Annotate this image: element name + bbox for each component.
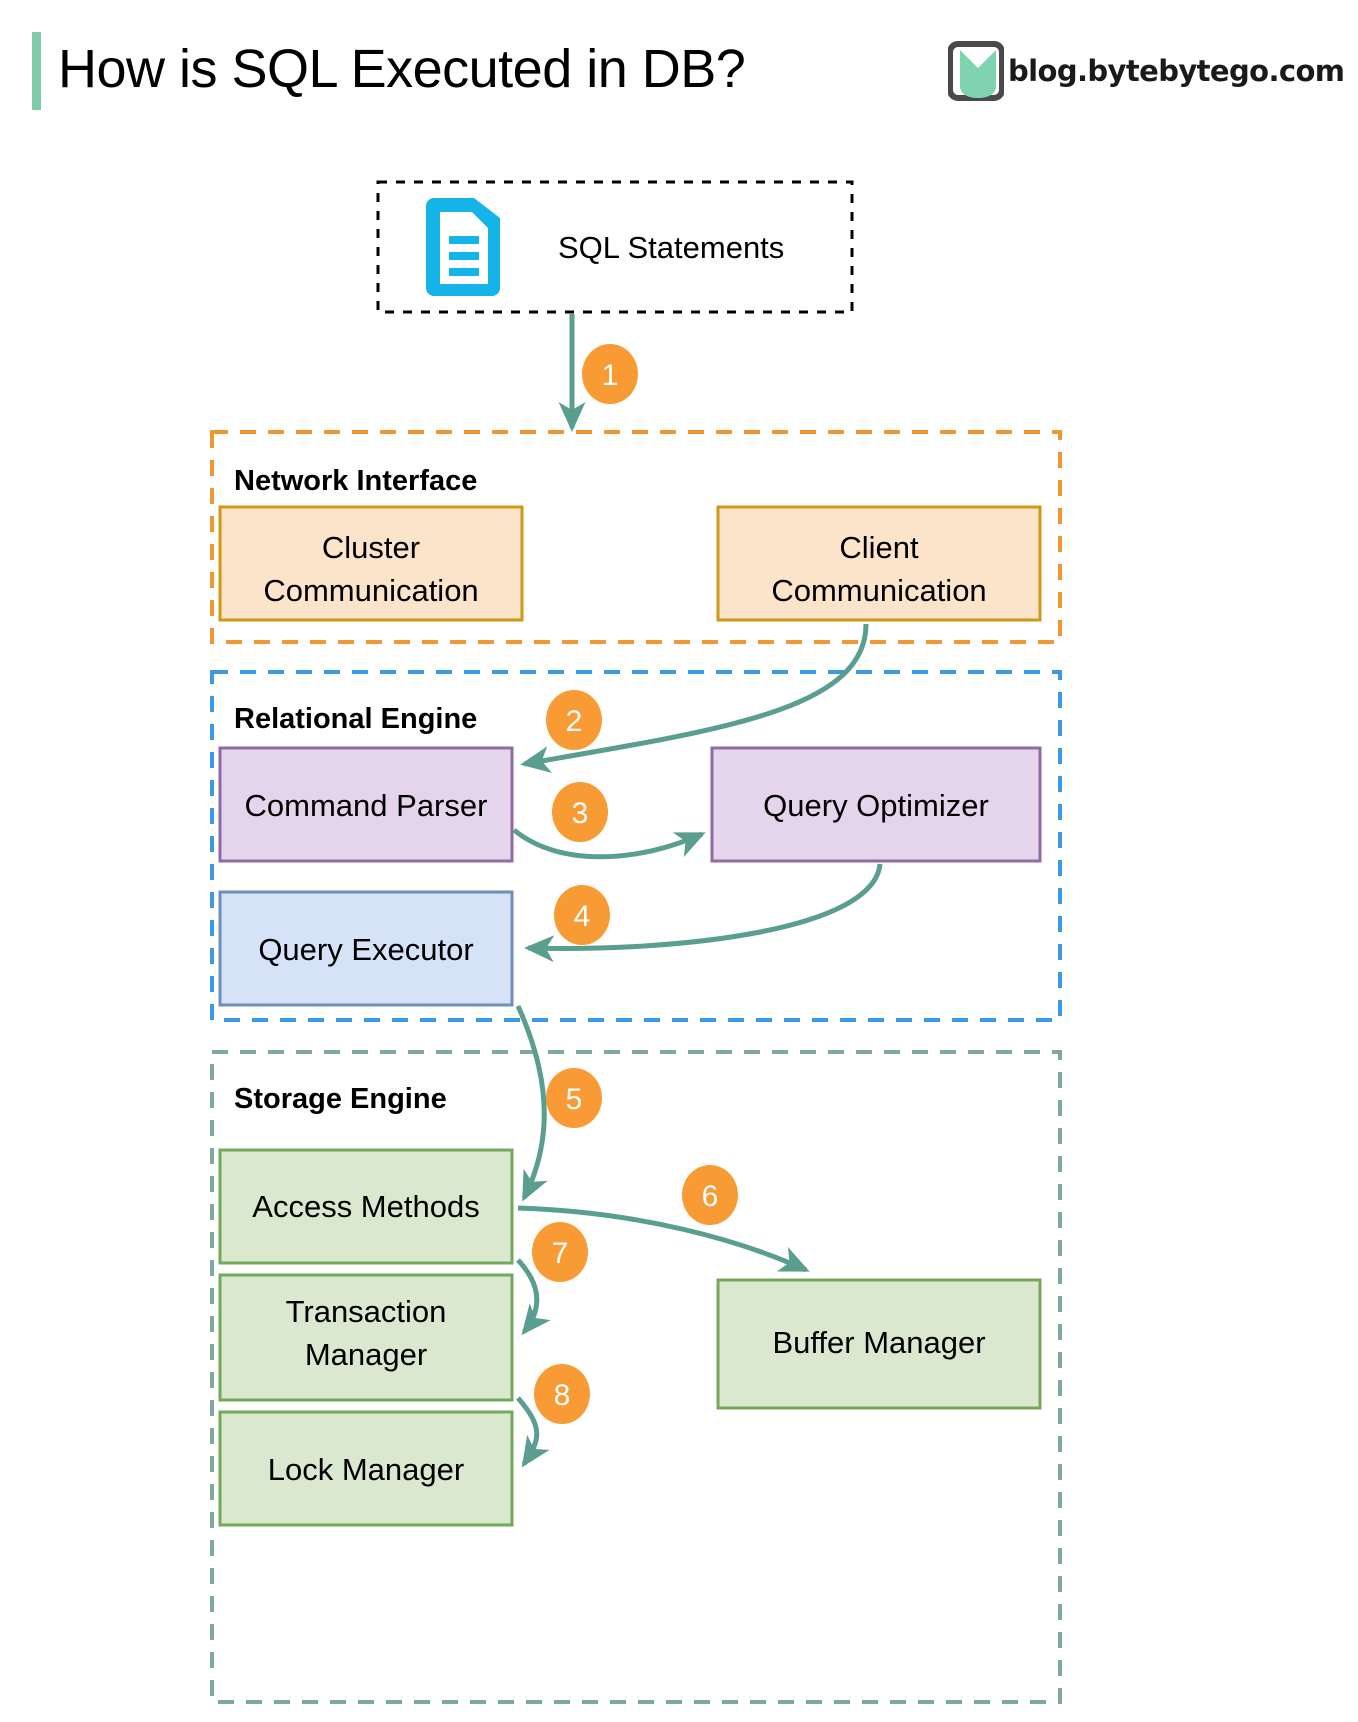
cluster-communication-label-line1: Cluster: [322, 530, 420, 565]
step-badge-5-label: 5: [566, 1083, 583, 1116]
step-badge-7: 7: [532, 1222, 588, 1282]
relational-engine-container: [210, 670, 1062, 1022]
sql-statements-label: SQL Statements: [558, 230, 784, 265]
step-badge-1-label: 1: [602, 359, 619, 392]
access-methods-label: Access Methods: [252, 1189, 479, 1224]
step-badge-7-label: 7: [552, 1237, 569, 1270]
page-title: How is SQL Executed in DB?: [58, 39, 746, 99]
group-relational-engine: Relational Engine Command Parser Query O…: [210, 670, 1062, 1022]
brand-text: blog.bytebytego.com: [1008, 54, 1345, 88]
transaction-manager-box[interactable]: [218, 1273, 514, 1402]
step-badge-6: 6: [682, 1165, 738, 1225]
step-badge-3-label: 3: [572, 797, 589, 830]
title-accent-bar: [32, 32, 41, 110]
arrow-8: [516, 1396, 550, 1468]
step-badge-3: 3: [552, 782, 608, 842]
access-methods-node[interactable]: Access Methods: [218, 1148, 514, 1265]
buffer-manager-label: Buffer Manager: [772, 1325, 985, 1360]
arrow-5: [515, 1004, 548, 1202]
query-optimizer-label: Query Optimizer: [763, 788, 989, 823]
document-icon: [426, 198, 500, 296]
brand: blog.bytebytego.com: [948, 40, 1345, 102]
transaction-manager-label-line1: Transaction: [286, 1294, 447, 1329]
step-badge-8-label: 8: [554, 1379, 571, 1412]
step-badges: 1 2 3 4 5 6 7 8: [532, 344, 738, 1424]
diagram-canvas: SQL Statements Network Interface Cluster…: [0, 140, 1358, 1722]
query-optimizer-box[interactable]: [710, 746, 1042, 863]
arrow-2: [520, 623, 869, 773]
buffer-manager-box[interactable]: [716, 1278, 1042, 1410]
step-badge-2: 2: [546, 690, 602, 750]
lock-manager-node[interactable]: Lock Manager: [218, 1410, 514, 1527]
network-interface-container: [210, 430, 1062, 644]
step-badge-2-label: 2: [566, 705, 583, 738]
client-communication-label-line2: Communication: [771, 573, 986, 608]
client-communication-node[interactable]: Client Communication: [716, 505, 1042, 622]
arrow-3: [512, 828, 706, 860]
relational-engine-title: Relational Engine: [234, 703, 477, 735]
step-badge-5: 5: [546, 1068, 602, 1128]
storage-engine-container: [210, 1050, 1062, 1704]
network-interface-title: Network Interface: [234, 465, 477, 497]
group-network-interface: Network Interface Cluster Communication …: [210, 430, 1062, 644]
step-badge-1: 1: [582, 344, 638, 404]
cluster-communication-node[interactable]: Cluster Communication: [218, 505, 524, 622]
access-methods-box[interactable]: [218, 1148, 514, 1265]
sql-statements-node: SQL Statements: [376, 180, 854, 314]
command-parser-box[interactable]: [218, 746, 514, 863]
arrow-7: [516, 1258, 551, 1336]
cluster-communication-box[interactable]: [218, 505, 524, 622]
client-communication-label-line1: Client: [839, 530, 919, 565]
step-badge-4-label: 4: [574, 900, 591, 933]
group-storage-engine: Storage Engine Access Methods Transactio…: [210, 1050, 1062, 1704]
transaction-manager-node[interactable]: Transaction Manager: [218, 1273, 514, 1402]
client-communication-box[interactable]: [716, 505, 1042, 622]
lock-manager-box[interactable]: [218, 1410, 514, 1527]
query-executor-label: Query Executor: [258, 932, 473, 967]
page-header: How is SQL Executed in DB? blog.bytebyte…: [0, 0, 1358, 140]
query-executor-node[interactable]: Query Executor: [218, 890, 514, 1007]
transaction-manager-label-line2: Manager: [305, 1337, 427, 1372]
command-parser-label: Command Parser: [245, 788, 488, 823]
cluster-communication-label-line2: Communication: [263, 573, 478, 608]
step-badge-8: 8: [534, 1364, 590, 1424]
buffer-manager-node[interactable]: Buffer Manager: [716, 1278, 1042, 1410]
query-executor-box[interactable]: [218, 890, 514, 1007]
step-badge-6-label: 6: [702, 1180, 719, 1213]
bytebytego-logo-icon: [948, 41, 1004, 101]
arrow-4: [524, 863, 883, 963]
lock-manager-label: Lock Manager: [268, 1452, 464, 1487]
storage-engine-title: Storage Engine: [234, 1083, 447, 1115]
arrow-6: [517, 1205, 810, 1273]
query-optimizer-node[interactable]: Query Optimizer: [710, 746, 1042, 863]
flow-arrows: [512, 314, 883, 1468]
step-badge-4: 4: [554, 885, 610, 945]
command-parser-node[interactable]: Command Parser: [218, 746, 514, 863]
